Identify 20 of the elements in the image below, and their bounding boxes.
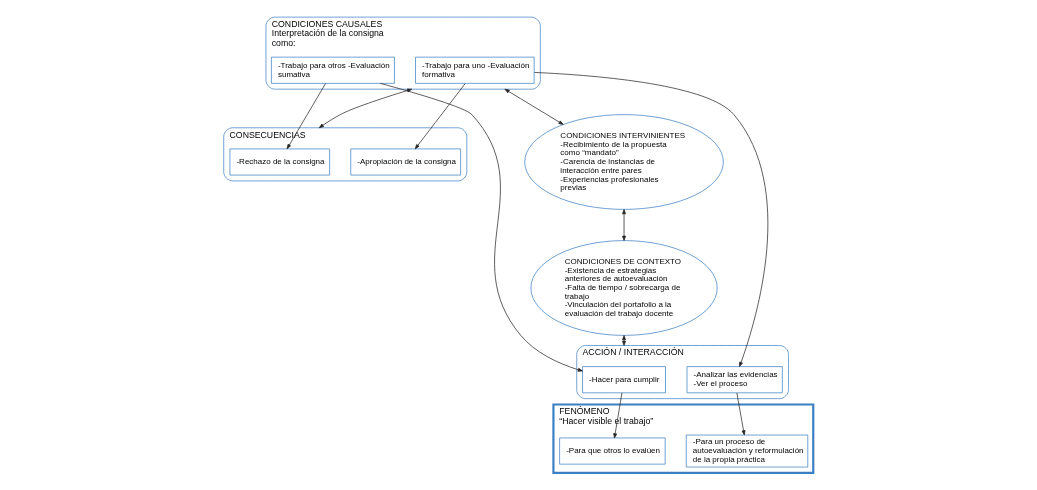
arrow [504,88,564,125]
arrow [622,209,626,241]
node-box: -Para un proceso de autoevaluación y reformulación de la propia práctica [685,434,809,468]
node-box: -Hacer para cumplir [582,366,666,394]
node-box: -Trabajo para uno -Evaluación formativa [415,56,535,84]
arrow [736,392,746,436]
node-box: -Apropiación de la consigna [350,148,461,176]
node-box: -Trabajo para otros -Evaluación sumativa [271,56,395,84]
arrow [534,72,769,367]
arrow [613,392,623,439]
arrow [380,83,583,372]
node-ellipse: CONDICIONES DE CONTEXTO -Existencia de estrategias anteriores de autoevaluación -Falta de tiempo / sobrecarga de trabajo -Vinculación del portafolio a la evaluación del trabajo docente [530,240,718,336]
node-box: -Rechazo de la consigna [229,148,330,176]
node-box: -Para que otros lo evalúen [559,437,666,465]
arrow [622,335,626,346]
arrow [286,83,326,150]
node-box: -Analizar las evidencias -Ver el proceso [686,366,783,394]
node-ellipse: CONDICIONES INTERVINIENTES -Recibimiento de la propuesta como “mandato” -Carencia de instancias de interacción entre pares -Experiencias profesionales previas [524,114,724,210]
arrow [318,88,413,129]
arrow [414,83,466,150]
